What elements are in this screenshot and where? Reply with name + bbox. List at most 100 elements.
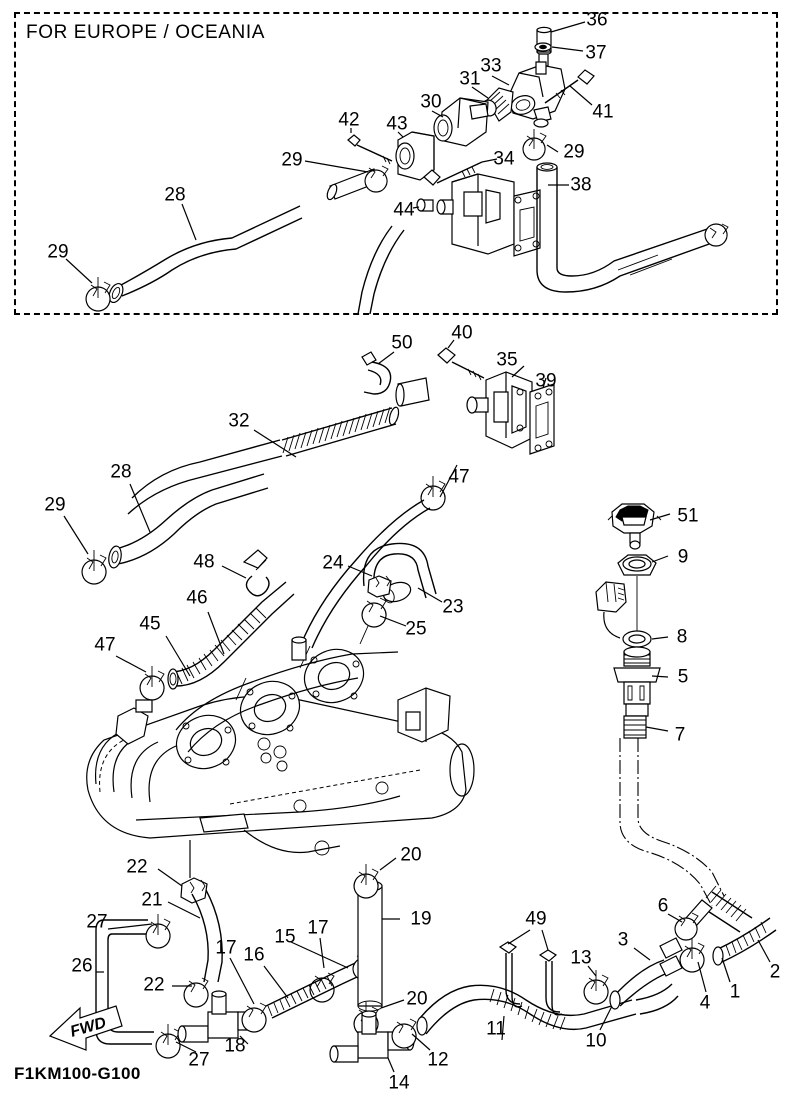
part-4-hose-clamp (679, 938, 705, 973)
callout-number-20: 20 (400, 844, 422, 866)
part-35-reed-valve-body (466, 371, 533, 449)
callout-number-13: 13 (570, 947, 592, 969)
callout-number-47: 47 (94, 634, 116, 656)
callout-number-2: 2 (769, 961, 781, 983)
callout-number-16: 16 (243, 944, 265, 966)
callout-number-14: 14 (388, 1072, 410, 1094)
hose-clamp-15-end (352, 952, 377, 981)
callout-number-34: 34 (493, 148, 515, 170)
callout-number-20: 20 (406, 988, 428, 1010)
part-11-corrugated-hose (416, 984, 637, 1036)
callout-number-46: 46 (186, 587, 208, 609)
part-20-hose-clamp-a (353, 864, 379, 899)
callout-number-30: 30 (420, 91, 442, 113)
part-47-hose-clamp-a (420, 476, 446, 511)
callout-number-12: 12 (427, 1049, 449, 1071)
part-23-fuel-hose-loop (362, 542, 437, 604)
part-27-hose-clamp-b (155, 1024, 181, 1059)
callout-number-36: 36 (586, 9, 608, 31)
callout-number-8: 8 (676, 626, 688, 648)
part-17-hose-clamp-a (241, 1002, 267, 1033)
callout-number-9: 9 (677, 546, 689, 568)
callout-number-11: 11 (486, 1018, 506, 1040)
callout-number-6: 6 (657, 895, 669, 917)
callout-number-47: 47 (448, 466, 470, 488)
fuel-filter-side-connector (595, 581, 627, 639)
callout-number-29: 29 (44, 494, 66, 516)
diagram-code: F1KM100-G100 (14, 1064, 141, 1083)
part-9-nut (617, 554, 657, 576)
manifold-port-flanges (175, 648, 365, 770)
part-10-water-hose (635, 983, 679, 1015)
part-32-corrugated-hose (127, 406, 400, 515)
callout-number-25: 25 (405, 618, 427, 640)
callout-number-45: 45 (139, 613, 161, 635)
tube-segment-mid (395, 377, 430, 407)
callout-number-31: 31 (459, 68, 481, 90)
part-13-hose-clamp (583, 970, 609, 1005)
callout-number-42: 42 (338, 109, 360, 131)
svg-text:FWD: FWD (68, 1014, 108, 1041)
part-12-hose-clamp (391, 1018, 417, 1049)
hose-7-corrugated-end (685, 885, 753, 933)
callout-number-50: 50 (391, 332, 413, 354)
callout-number-24: 24 (322, 552, 344, 574)
part-19-water-pipe (357, 880, 383, 1012)
callout-number-29: 29 (47, 241, 69, 263)
callout-number-23: 23 (442, 596, 464, 618)
part-18-pipe-joint (177, 990, 265, 1043)
fwd-direction-arrow: FWD (48, 1005, 123, 1051)
callout-number-21: 21 (141, 889, 163, 911)
callout-number-51: 51 (677, 505, 699, 527)
callout-number-28: 28 (164, 184, 186, 206)
callout-number-41: 41 (592, 101, 614, 123)
callout-number-37: 37 (585, 42, 607, 64)
part-39-gasket (529, 383, 555, 455)
callout-number-33: 33 (480, 55, 502, 77)
part-51-fuel-filter-cup (607, 503, 662, 550)
callout-number-10: 10 (585, 1030, 607, 1052)
callout-number-32: 32 (228, 410, 250, 432)
part-8-o-ring (622, 630, 652, 648)
callout-number-1: 1 (729, 981, 741, 1003)
part-2-corrugated-hose (712, 917, 777, 966)
part-27-hose-clamp-a (145, 914, 171, 949)
part-49-hose-holders (498, 941, 563, 1016)
callout-number-29: 29 (563, 141, 585, 163)
part-48-hose-clip (242, 549, 270, 597)
part-29-hose-clamp-d (81, 550, 107, 585)
callout-number-28: 28 (110, 461, 132, 483)
part-15-water-hose (335, 955, 374, 985)
part-47-hose-clamp-b (139, 666, 165, 701)
region-box-europe-oceania (14, 12, 778, 315)
part-25-hose-clamp (361, 597, 387, 628)
part-14-pipe-joint (329, 1010, 415, 1063)
callout-number-43: 43 (386, 113, 408, 135)
part-20-hose-clamp-b (353, 1002, 379, 1037)
callout-number-27: 27 (188, 1049, 210, 1071)
part-22-hose-clamp-b (183, 977, 209, 1008)
callout-number-22: 22 (143, 974, 165, 996)
callout-number-18: 18 (224, 1035, 246, 1057)
callout-number-44: 44 (393, 199, 415, 221)
callout-number-5: 5 (677, 666, 689, 688)
callout-number-15: 15 (274, 926, 296, 948)
part-6-hose-clamp (674, 912, 699, 941)
part-16-corrugated-hose (265, 971, 343, 1019)
part-5-fuel-joint (613, 646, 661, 717)
callout-number-7: 7 (674, 724, 686, 746)
part-24-hose-clamp (367, 575, 392, 598)
callout-number-40: 40 (451, 322, 473, 344)
part-22-hose-clamp-a (180, 877, 208, 904)
callout-number-17: 17 (307, 917, 329, 939)
callout-number-27: 27 (86, 911, 108, 933)
part-7-fuel-hose (619, 715, 725, 907)
callout-number-4: 4 (699, 992, 711, 1014)
callout-number-49: 49 (525, 908, 547, 930)
callout-number-39: 39 (535, 370, 557, 392)
callout-number-3: 3 (617, 929, 629, 951)
callout-number-48: 48 (193, 551, 215, 573)
intake-manifold-body (86, 625, 475, 856)
callout-number-19: 19 (410, 908, 432, 930)
